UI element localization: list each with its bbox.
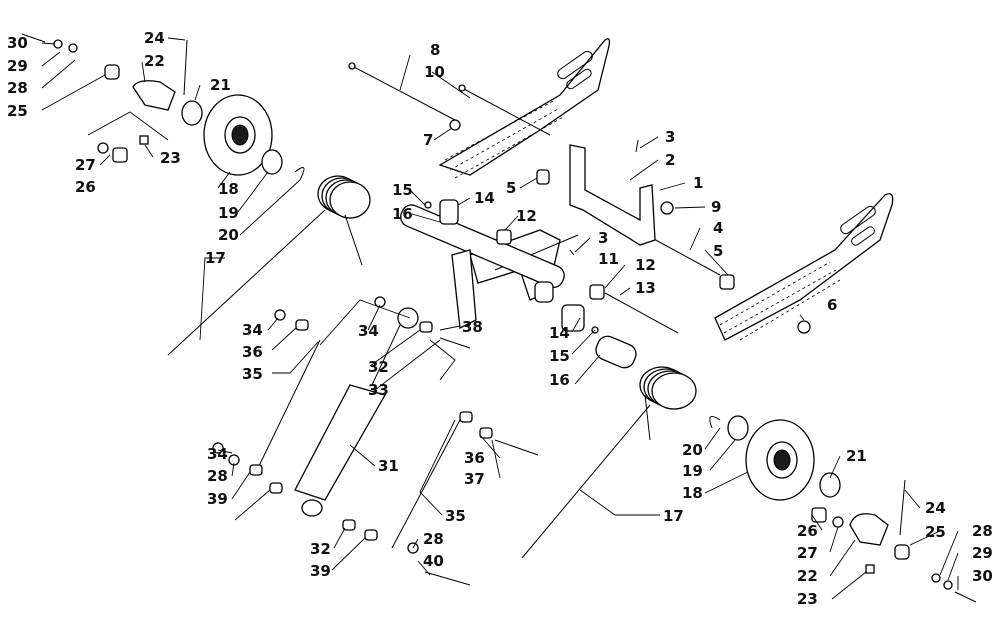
callout-15: 15 — [549, 347, 570, 365]
callout-34: 34 — [358, 322, 379, 340]
rear-axle-rod-4 — [651, 237, 721, 276]
callout-18: 18 — [218, 180, 239, 198]
callout-38: 38 — [462, 318, 483, 336]
callout-23: 23 — [160, 149, 181, 167]
callout-20: 20 — [682, 441, 703, 459]
callout-12: 12 — [635, 256, 656, 274]
callout-9: 9 — [711, 198, 721, 216]
callout-28: 28 — [423, 530, 444, 548]
callout-36: 36 — [242, 343, 263, 361]
callout-32: 32 — [310, 540, 331, 558]
callout-22: 22 — [797, 567, 818, 585]
callout-labels: 30 29 28 25 24 22 21 27 26 23 18 19 20 1… — [7, 29, 993, 608]
callout-6: 6 — [827, 296, 837, 314]
callout-21: 21 — [210, 76, 231, 94]
callout-7: 7 — [423, 131, 433, 149]
long-rod-10 — [461, 87, 551, 136]
callout-12: 12 — [516, 207, 537, 225]
callout-34: 34 — [207, 445, 228, 463]
callout-14: 14 — [549, 324, 570, 342]
shock-absorber — [294, 307, 419, 517]
callout-20: 20 — [218, 226, 239, 244]
slide-rail-upper — [438, 38, 611, 179]
callout-8: 8 — [430, 41, 440, 59]
callout-19: 19 — [218, 204, 239, 222]
callout-19: 19 — [682, 462, 703, 480]
callout-10: 10 — [424, 63, 445, 81]
callout-23: 23 — [797, 590, 818, 608]
idler-wheel-lower — [727, 415, 841, 501]
callout-26: 26 — [75, 178, 96, 196]
callout-27: 27 — [797, 544, 818, 562]
callout-28: 28 — [972, 522, 993, 540]
axle-bracket-upper — [132, 80, 176, 111]
callout-37: 37 — [464, 470, 485, 488]
link-rod-upper — [257, 339, 321, 469]
callout-16: 16 — [549, 371, 570, 389]
callout-35: 35 — [242, 365, 263, 383]
callout-31: 31 — [378, 457, 399, 475]
callout-29: 29 — [7, 57, 28, 75]
callout-36: 36 — [464, 449, 485, 467]
leader-lines — [41, 37, 959, 600]
callout-25: 25 — [7, 102, 28, 120]
torsion-spring-lower — [521, 366, 697, 559]
callout-17: 17 — [663, 507, 684, 525]
callout-39: 39 — [207, 490, 228, 508]
callout-27: 27 — [75, 156, 96, 174]
callout-32: 32 — [368, 358, 389, 376]
cross-tube-upper — [400, 204, 565, 289]
callout-16: 16 — [392, 205, 413, 223]
slide-rail-lower — [714, 193, 894, 341]
callout-15: 15 — [392, 181, 413, 199]
idler-wheel-upper — [181, 94, 283, 176]
link-rod-lower — [391, 419, 461, 549]
callout-5: 5 — [713, 242, 723, 260]
axle-bracket-lower — [849, 513, 889, 546]
parts-artwork — [21, 33, 977, 603]
callout-24: 24 — [144, 29, 165, 47]
callout-22: 22 — [144, 52, 165, 70]
callout-3: 3 — [665, 128, 675, 146]
callout-13: 13 — [635, 279, 656, 297]
callout-29: 29 — [972, 544, 993, 562]
front-arm-bracket — [569, 144, 656, 246]
callout-34: 34 — [242, 321, 263, 339]
callout-25: 25 — [925, 523, 946, 541]
callout-40: 40 — [423, 552, 444, 570]
callout-28: 28 — [207, 467, 228, 485]
callout-30: 30 — [972, 567, 993, 585]
torsion-spring-upper — [167, 175, 371, 356]
callout-21: 21 — [846, 447, 867, 465]
callout-14: 14 — [474, 189, 495, 207]
callout-4: 4 — [713, 219, 723, 237]
callout-2: 2 — [665, 151, 675, 169]
callout-30: 30 — [7, 34, 28, 52]
callout-1: 1 — [693, 174, 703, 192]
callout-17: 17 — [205, 249, 226, 267]
callout-33: 33 — [368, 381, 389, 399]
callout-28: 28 — [7, 79, 28, 97]
pivot-plate — [451, 249, 477, 329]
long-rod-8 — [351, 65, 456, 121]
callout-18: 18 — [682, 484, 703, 502]
callout-26: 26 — [797, 522, 818, 540]
callout-3: 3 — [598, 229, 608, 247]
callout-39: 39 — [310, 562, 331, 580]
callout-24: 24 — [925, 499, 946, 517]
callout-11: 11 — [598, 250, 619, 268]
callout-35: 35 — [445, 507, 466, 525]
callout-5: 5 — [506, 179, 516, 197]
